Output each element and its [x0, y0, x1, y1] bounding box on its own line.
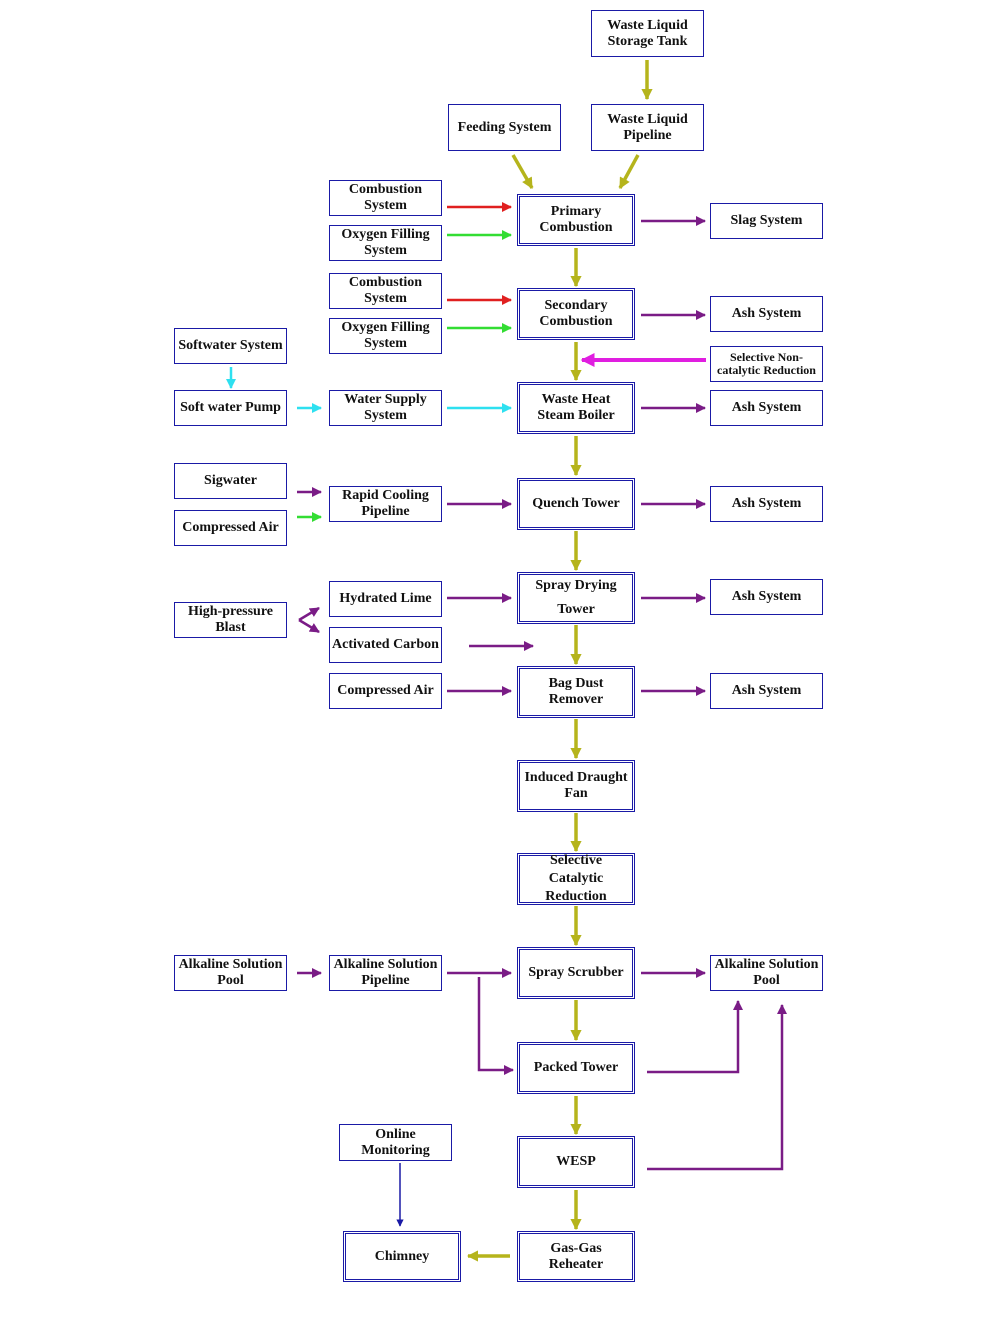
bag-dust-remover-box: Bag Dust Remover: [517, 666, 635, 718]
alkaline-branch-arrow: [477, 977, 514, 1075]
sigwater-box: Sigwater: [174, 463, 287, 499]
activated-carbon-box: Activated Carbon: [329, 627, 442, 663]
high-pressure-blast-box: High-pressure Blast: [174, 602, 287, 638]
oxygen-filling-system-box: Oxygen Filling System: [329, 318, 442, 354]
alkaline-solution-pool-box: Alkaline Solution Pool: [174, 955, 287, 991]
scr-box: Selective Catalytic Reduction: [517, 853, 635, 905]
oxygen-filling-system-box: Oxygen Filling System: [329, 225, 442, 261]
combustion-system-box: Combustion System: [329, 273, 442, 309]
compressed-air-box: Compressed Air: [329, 673, 442, 709]
waste-liquid-storage-tank-box: Waste Liquid Storage Tank: [591, 10, 704, 57]
slag-system-box: Slag System: [710, 203, 823, 239]
flow-arrow: [511, 154, 534, 189]
combustion-system-box: Combustion System: [329, 180, 442, 216]
waste-heat-steam-boiler-box: Waste Heat Steam Boiler: [517, 382, 635, 434]
ash-system-box: Ash System: [710, 296, 823, 332]
sncr-box: Selective Non-catalytic Reduction: [710, 346, 823, 382]
packed-tower-box: Packed Tower: [517, 1042, 635, 1094]
primary-combustion-box: Primary Combustion: [517, 194, 635, 246]
softwater-system-box: Softwater System: [174, 328, 287, 364]
chimney-box: Chimney: [343, 1231, 461, 1282]
ash-system-box: Ash System: [710, 579, 823, 615]
packed-tower-return-arrow: [647, 1000, 743, 1074]
ash-system-box: Ash System: [710, 486, 823, 522]
waste-liquid-pipeline-box: Waste Liquid Pipeline: [591, 104, 704, 151]
blast-arrow: [298, 606, 320, 622]
alkaline-solution-pool-box: Alkaline Solution Pool: [710, 955, 823, 991]
feeding-system-box: Feeding System: [448, 104, 561, 151]
blast-arrow: [298, 618, 320, 634]
hydrated-lime-box: Hydrated Lime: [329, 581, 442, 617]
alkaline-solution-pipeline-box: Alkaline Solution Pipeline: [329, 955, 442, 991]
compressed-air-box: Compressed Air: [174, 510, 287, 546]
spray-drying-tower-box: Spray Drying Tower: [517, 572, 635, 624]
ash-system-box: Ash System: [710, 673, 823, 709]
online-monitoring-box: Online Monitoring: [339, 1124, 452, 1161]
soft-water-pump-box: Soft water Pump: [174, 390, 287, 426]
wesp-box: WESP: [517, 1136, 635, 1188]
gas-gas-reheater-box: Gas-Gas Reheater: [517, 1231, 635, 1282]
flow-arrow: [618, 154, 640, 189]
wesp-return-arrow: [647, 1004, 787, 1171]
spray-scrubber-box: Spray Scrubber: [517, 947, 635, 999]
secondary-combustion-box: Secondary Combustion: [517, 288, 635, 340]
induced-draught-fan-box: Induced Draught Fan: [517, 760, 635, 812]
rapid-cooling-pipeline-box: Rapid Cooling Pipeline: [329, 486, 442, 522]
quench-tower-box: Quench Tower: [517, 478, 635, 530]
ash-system-box: Ash System: [710, 390, 823, 426]
water-supply-system-box: Water Supply System: [329, 390, 442, 426]
